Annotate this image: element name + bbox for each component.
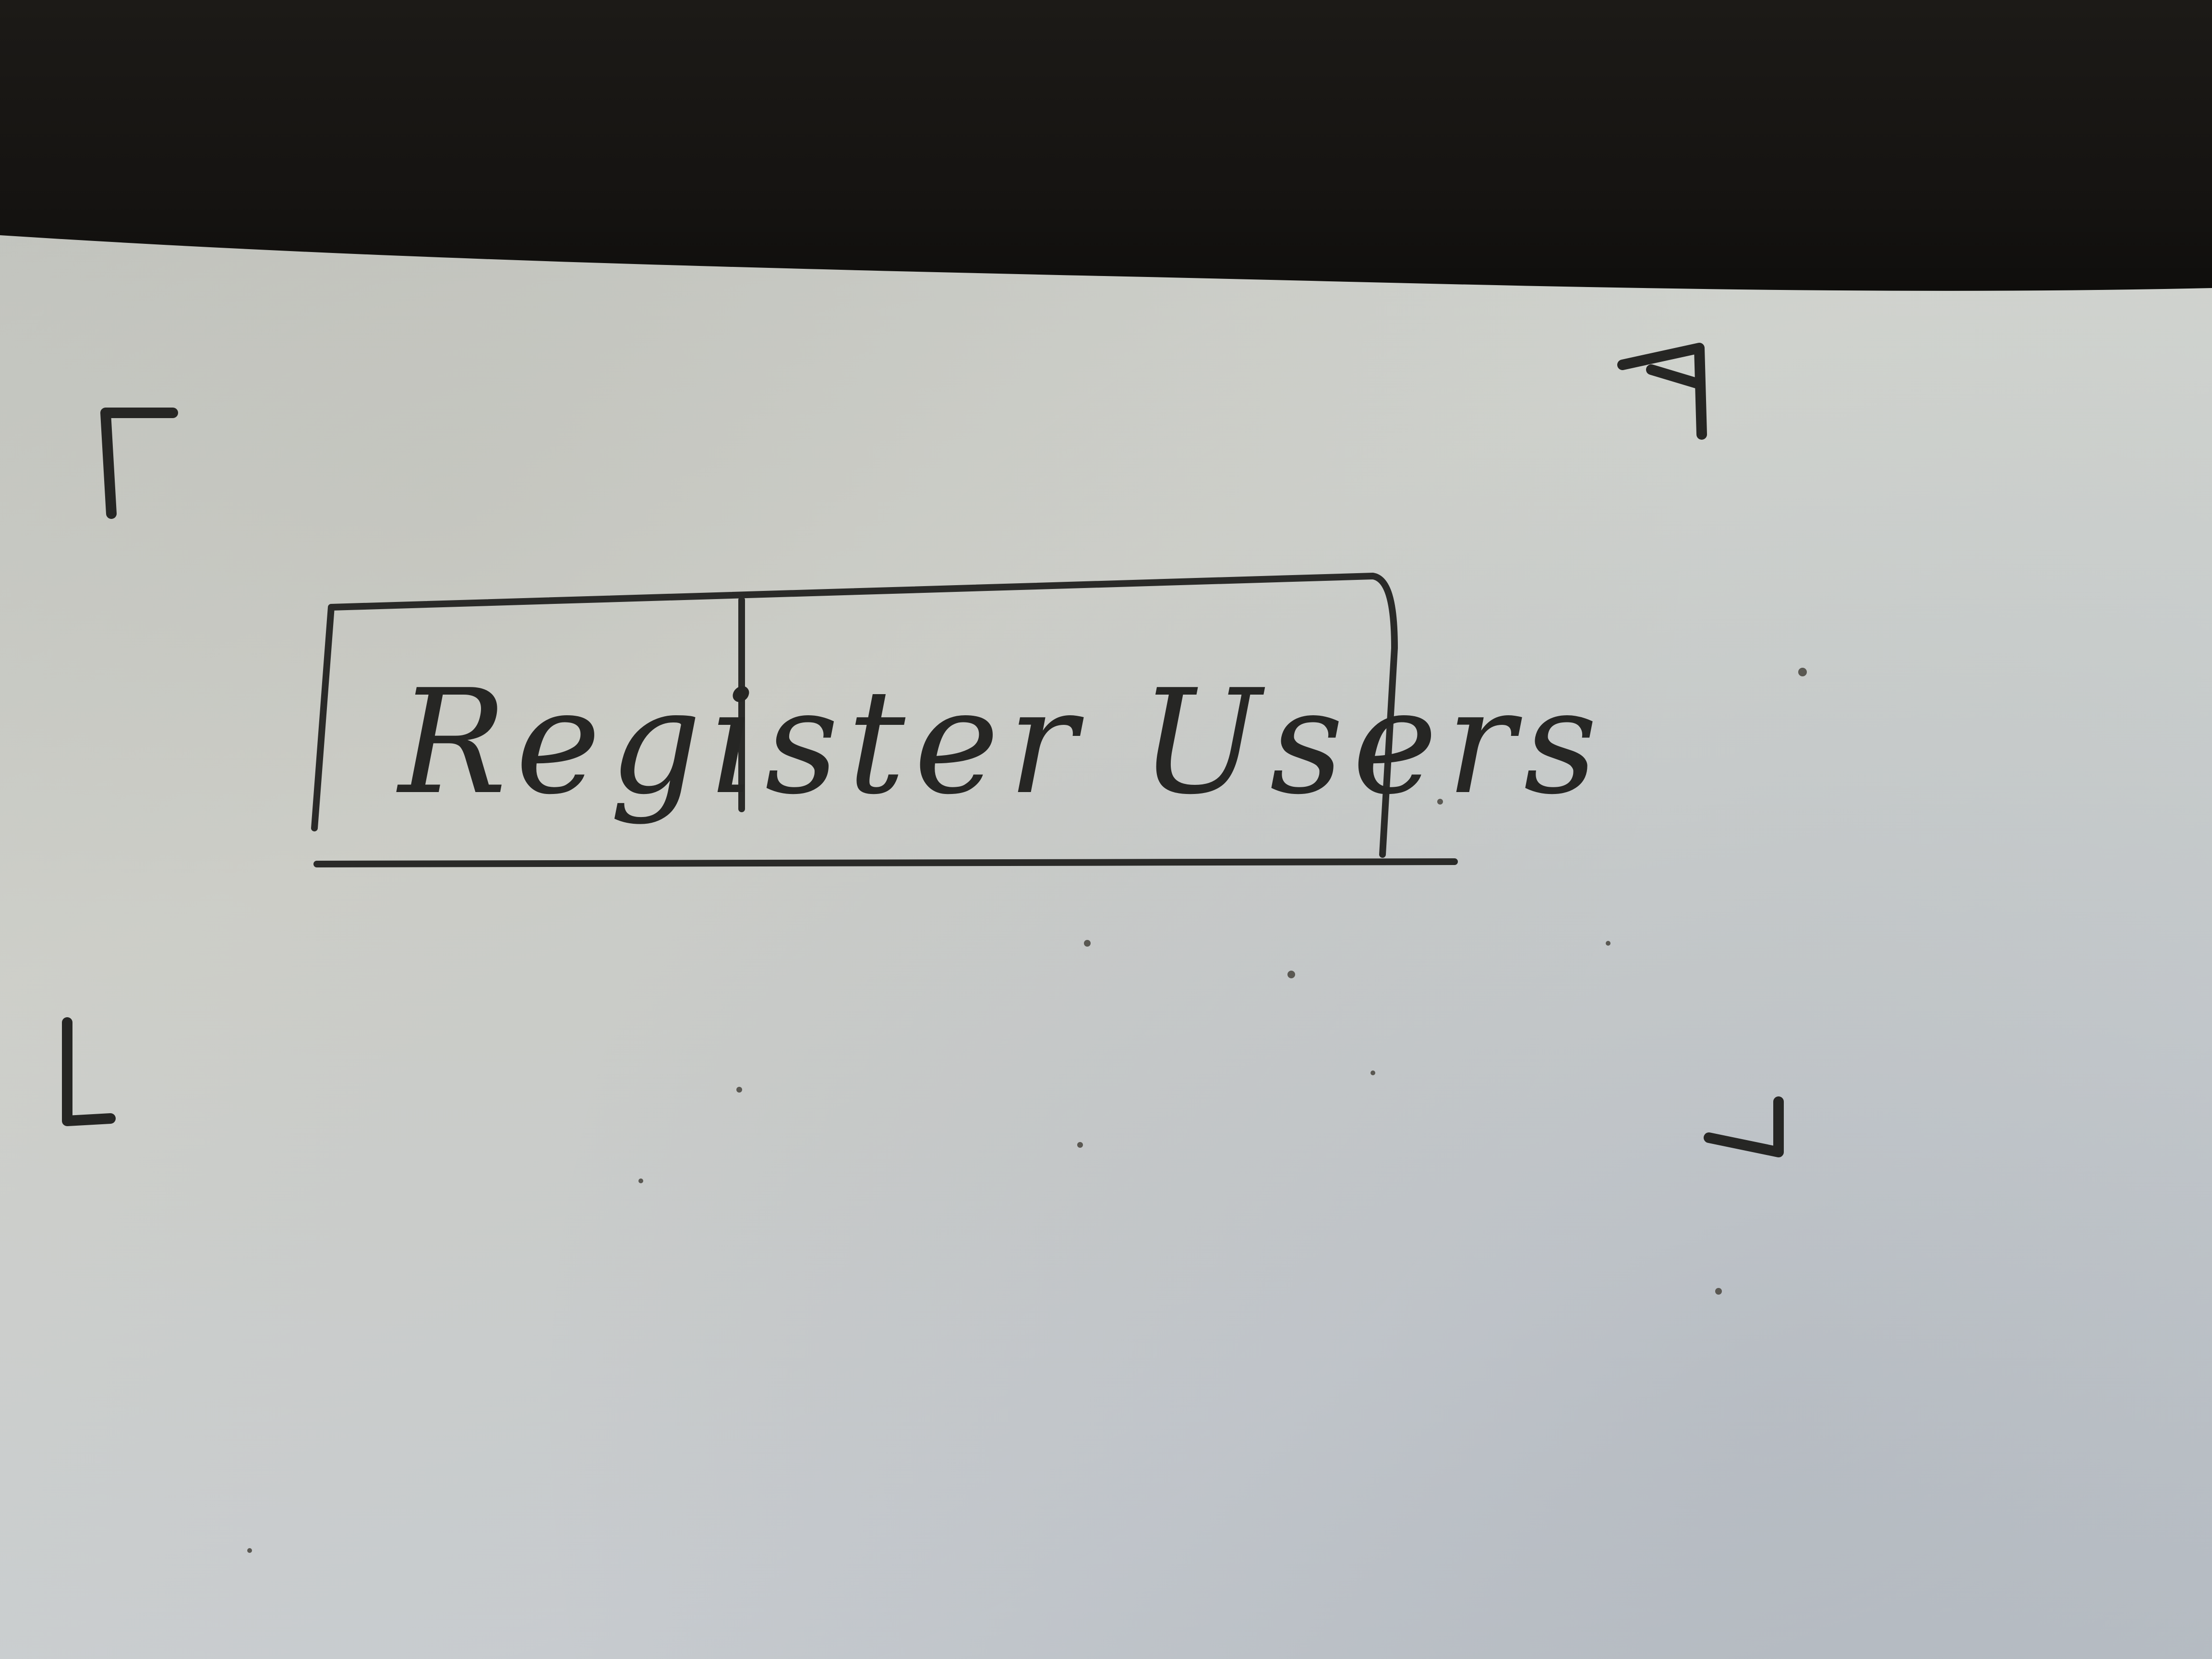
button-label: Register Users [396, 659, 1606, 826]
register-users-button[interactable]: Register Users [311, 573, 1606, 867]
paper-specks [247, 668, 1807, 1553]
frame-corner-bottom-right [1704, 1096, 1784, 1157]
background-edge [0, 0, 2212, 291]
frame-corner-top-right [1617, 343, 1707, 440]
frame-corner-bottom-left [62, 1017, 116, 1126]
frame-corner-top-left [100, 408, 178, 519]
button-outline [311, 573, 1458, 867]
